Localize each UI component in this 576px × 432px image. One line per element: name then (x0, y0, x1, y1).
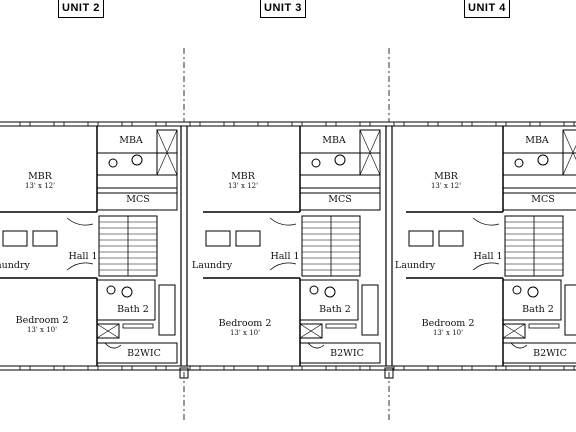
bath2-label: Bath 2 (319, 304, 351, 315)
door-swing (307, 342, 325, 349)
b2wic-label: B2WIC (533, 348, 567, 359)
bedroom2-dimension: 13' x 10' (229, 329, 261, 337)
b2-walk-in-closet (502, 342, 576, 364)
bedroom2-dimension: 13' x 10' (26, 326, 58, 334)
toilet-icon (537, 154, 549, 166)
bath2-block (96, 279, 156, 321)
bedroom2-label: Bedroom 2 (218, 318, 272, 329)
toilet-icon (324, 286, 336, 298)
party-wall-column (384, 367, 394, 379)
laundry-label: Laundry (394, 260, 436, 271)
master-bath-block (96, 152, 178, 194)
mbr-dimension: 13' x 12' (430, 182, 462, 190)
mbr-label: MBR (28, 171, 52, 182)
hall-label: Hall 1 (270, 251, 300, 262)
toilet-icon (131, 154, 143, 166)
bathtub (158, 284, 176, 336)
washer (408, 230, 434, 247)
mbr-label: MBR (231, 171, 255, 182)
washer (205, 230, 231, 247)
toilet-icon (527, 286, 539, 298)
b2wic-label: B2WIC (127, 348, 161, 359)
mba-label: MBA (119, 135, 143, 146)
dryer (438, 230, 464, 247)
bath2-block (502, 279, 562, 321)
hall-label: Hall 1 (68, 251, 98, 262)
closet-x (299, 323, 323, 339)
bathtub (361, 284, 379, 336)
mba-label: MBA (322, 135, 346, 146)
unit-2-tag: UNIT 2 (58, 0, 104, 18)
bath2-label: Bath 2 (522, 304, 554, 315)
sink-icon (108, 158, 118, 168)
bedroom2-label: Bedroom 2 (15, 315, 69, 326)
toilet-icon (121, 286, 133, 298)
door-swing (104, 342, 122, 349)
shower-x (359, 129, 381, 176)
dryer (235, 230, 261, 247)
shelf (325, 323, 357, 329)
mcs-label: MCS (126, 194, 150, 205)
sink-icon (512, 285, 522, 295)
toilet-icon (334, 154, 346, 166)
door-swing (472, 217, 500, 226)
laundry-label: aundry (0, 260, 30, 271)
linen-closet (299, 323, 323, 339)
b2-walk-in-closet (299, 342, 381, 364)
unit-4-tag: UNIT 4 (464, 0, 510, 18)
sink-icon (106, 285, 116, 295)
bath2-label: Bath 2 (117, 304, 149, 315)
closet-x (502, 323, 526, 339)
sink-icon (311, 158, 321, 168)
shelf (528, 323, 560, 329)
door-swing (510, 342, 528, 349)
linen-closet (502, 323, 526, 339)
shelf (122, 323, 154, 329)
door-swing (66, 217, 94, 226)
hall-label: Hall 1 (473, 251, 503, 262)
mba-label: MBA (525, 135, 549, 146)
mbr-label: MBR (434, 171, 458, 182)
sink-icon (514, 158, 524, 168)
closet-x (96, 323, 120, 339)
bedroom2-dimension: 13' x 10' (432, 329, 464, 337)
mbr-dimension: 13' x 12' (227, 182, 259, 190)
party-wall-column (179, 367, 189, 379)
shower-x (156, 129, 178, 176)
bath2-block (299, 279, 359, 321)
b2-walk-in-closet (96, 342, 178, 364)
sink-icon (309, 285, 319, 295)
b2wic-label: B2WIC (330, 348, 364, 359)
linen-closet (96, 323, 120, 339)
unit-3-tag: UNIT 3 (260, 0, 306, 18)
mcs-label: MCS (531, 194, 555, 205)
door-swing (472, 262, 500, 271)
bathtub (564, 284, 576, 336)
dryer (32, 230, 58, 247)
master-bath-block (502, 152, 576, 194)
laundry-label: Laundry (191, 260, 233, 271)
shower-x (562, 145, 576, 176)
mcs-label: MCS (328, 194, 352, 205)
door-swing (269, 262, 297, 271)
master-bath-block (299, 152, 381, 194)
door-swing (269, 217, 297, 226)
bedroom2-label: Bedroom 2 (421, 318, 475, 329)
door-swing (66, 262, 94, 271)
mbr-dimension: 13' x 12' (24, 182, 56, 190)
washer (2, 230, 28, 247)
